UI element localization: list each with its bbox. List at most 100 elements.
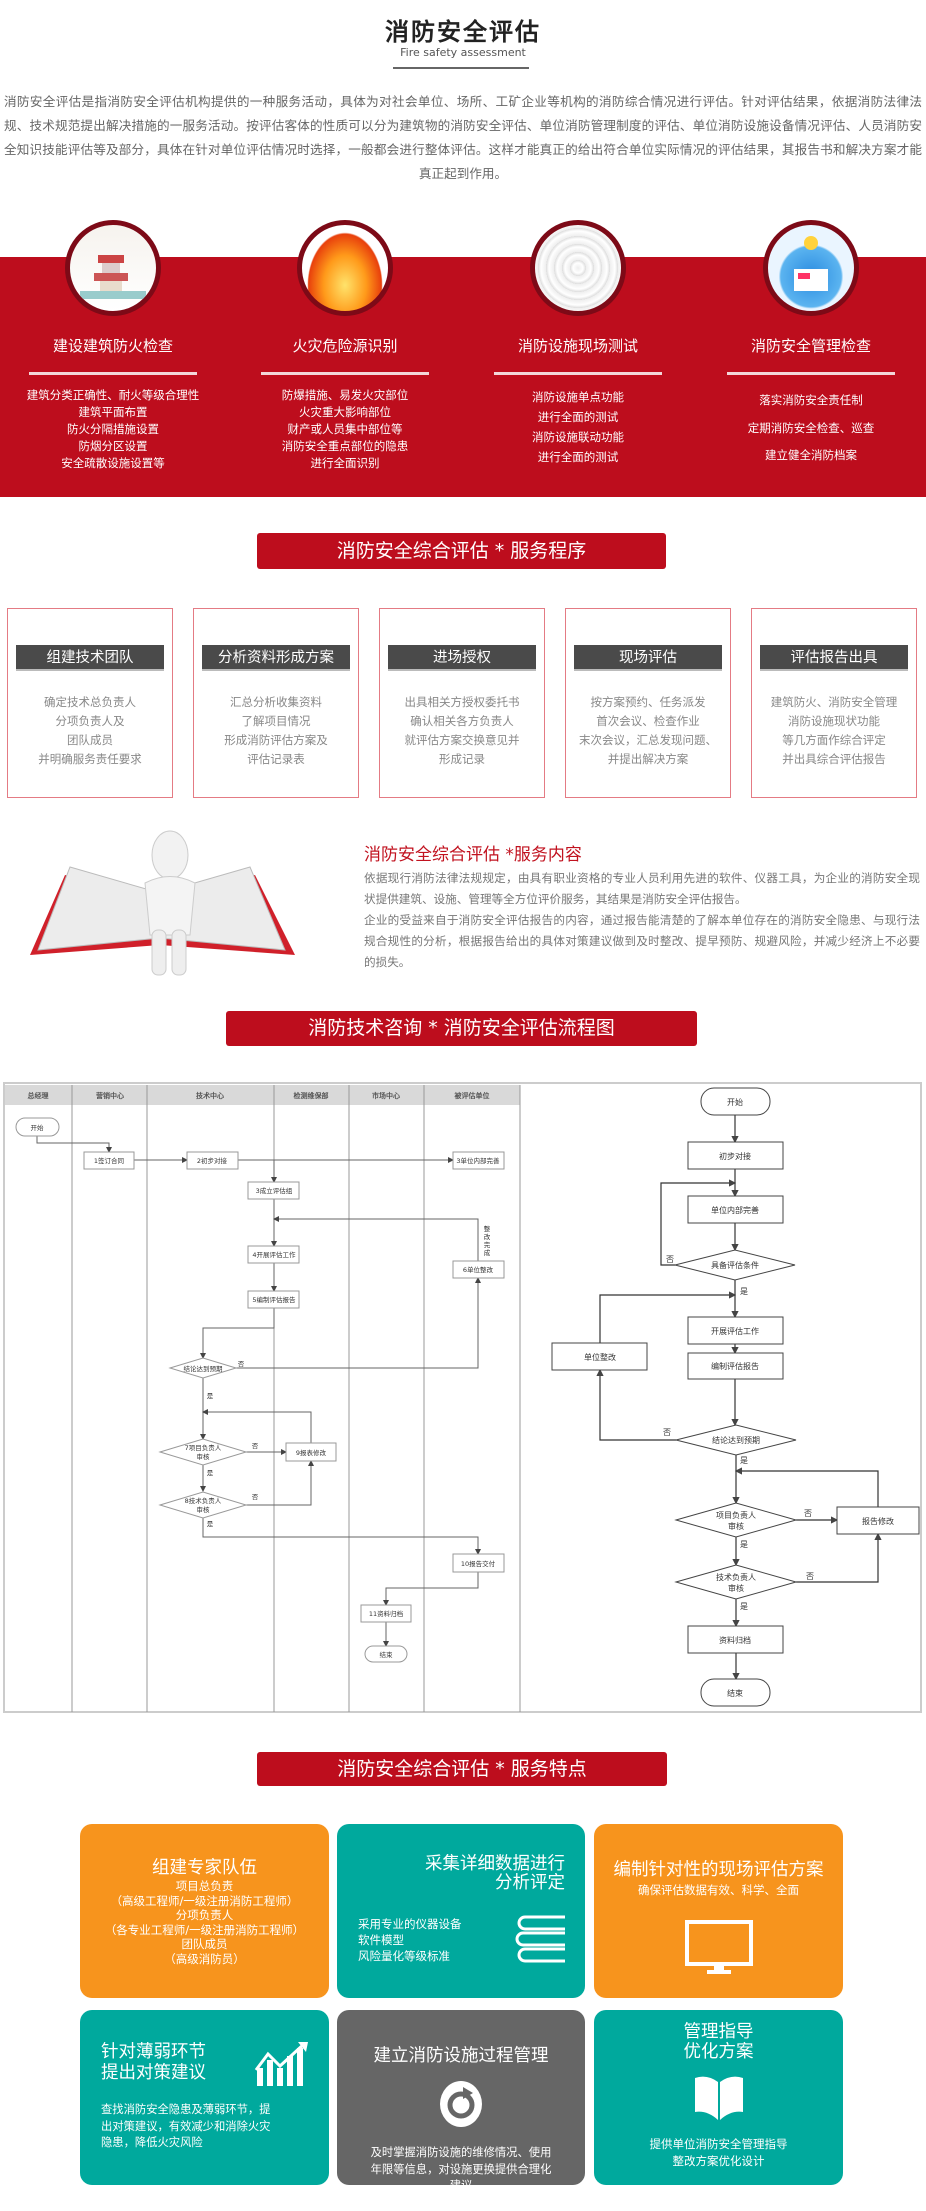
- inspection-item: 建立健全消防档案: [765, 448, 857, 462]
- lane-label: 被评估单位: [455, 1091, 490, 1100]
- yes-label: 是: [740, 1456, 748, 1465]
- step-line: 建筑防火、消防安全管理: [770, 695, 898, 709]
- step-title: 评估报告出具: [760, 645, 908, 671]
- step-line: 了解项目情况: [241, 714, 311, 728]
- step-line: 首次会议、检查作业: [596, 714, 700, 728]
- lane-label: 总经理: [28, 1091, 49, 1100]
- feature-title: 分析评定: [495, 1873, 565, 1893]
- no-label: 否: [804, 1509, 812, 1518]
- yes-label: 是: [207, 1392, 214, 1400]
- swim-node: 9报表修改: [296, 1448, 327, 1457]
- no-label: 否: [663, 1428, 671, 1437]
- swim-node: 4开展评估工作: [252, 1250, 296, 1259]
- flow-node: 单位内部完善: [711, 1205, 759, 1215]
- cloud-management-image-icon: [763, 220, 859, 316]
- feature-card: 编制针对性的现场评估方案 确保评估数据有效、科学、全面: [594, 1824, 843, 1998]
- step-line: 并提出解决方案: [607, 752, 689, 766]
- flow-decision: 审核: [728, 1521, 744, 1531]
- flow-decision: 项目负责人: [716, 1510, 756, 1520]
- feature-line: 确保评估数据有效、科学、全面: [638, 1883, 799, 1897]
- inspection-band: [0, 257, 926, 497]
- feature-line: （各专业工程师/一级注册消防工程师）: [104, 1922, 305, 1937]
- swim-label: 整: [484, 1224, 491, 1233]
- inspection-item: 进行全面识别: [310, 456, 380, 470]
- inspection-item: 消防设施联动功能: [532, 430, 624, 444]
- swim-decision: 审核: [197, 1505, 211, 1514]
- swim-decision: 8技术负责人: [185, 1496, 222, 1505]
- inspection-column: 消防安全管理检查 落实消防安全责任制 定期消防安全检查、巡查 建立健全消防档案: [711, 335, 911, 470]
- swim-decision: 审核: [197, 1452, 211, 1461]
- monitor-icon: [684, 1919, 753, 1974]
- inspection-column: 建设建筑防火检查 建筑分类正确性、耐火等级合理性 建筑平面布置 防火分隔措施设置…: [13, 335, 213, 472]
- no-label: 否: [666, 1255, 674, 1264]
- feature-line: 风险量化等级标准: [358, 1949, 450, 1963]
- feature-line: （高级工程师/一级注册消防工程师）: [110, 1893, 299, 1908]
- inspection-column: 消防设施现场测试 消防设施单点功能 进行全面的测试 消防设施联动功能 进行全面的…: [478, 335, 678, 467]
- inspection-item: 进行全面的测试: [537, 450, 619, 464]
- feature-line: 提供单位消防安全管理指导: [649, 2137, 788, 2151]
- swim-node: 3单位内部完善: [456, 1156, 500, 1165]
- step-line: 就评估方案交换意见并: [404, 733, 520, 747]
- inspection-column: 火灾危险源识别 防爆措施、易发火灾部位 火灾重大影响部位 财产或人员集中部位等 …: [245, 335, 445, 472]
- step-line: 团队成员: [67, 733, 113, 747]
- features-banner: 消防安全综合评估 * 服务特点: [257, 1752, 667, 1786]
- process-step-card: 组建技术团队确定技术总负责人分项负责人及团队成员并明确服务责任要求: [7, 608, 173, 798]
- step-title: 进场授权: [388, 645, 536, 671]
- feature-card: 针对薄弱环节提出对策建议 查找消防安全隐患及薄弱环节，提出对策建议，有效减少和消…: [80, 2010, 329, 2185]
- fire-hose-image-icon: [530, 220, 626, 316]
- inspection-item: 进行全面的测试: [537, 410, 619, 424]
- yes-label: 是: [740, 1602, 748, 1611]
- flow-node: 报告修改: [862, 1516, 894, 1526]
- inspection-item: 防火分隔措施设置: [67, 422, 159, 436]
- step-line: 等几方面作综合评定: [782, 733, 886, 747]
- feature-card: 组建专家队伍 项目总负责 （高级工程师/一级注册消防工程师） 分项负责人 （各专…: [80, 1824, 329, 1998]
- flow-end-node: 结束: [727, 1688, 743, 1698]
- inspection-item: 防烟分区设置: [78, 439, 148, 453]
- step-line: 消防设施现状功能: [788, 714, 880, 728]
- flow-decision: 技术负责人: [716, 1572, 756, 1582]
- step-line: 并明确服务责任要求: [38, 752, 142, 766]
- swim-decision: 7项目负责人: [185, 1443, 222, 1452]
- divider: [727, 372, 895, 375]
- swim-node: 5编制评估报告: [252, 1295, 296, 1304]
- inspection-title: 消防设施现场测试: [517, 337, 638, 355]
- process-step-card: 现场评估按方案预约、任务派发首次会议、检查作业末次会议，汇总发现问题、并提出解决…: [565, 608, 731, 798]
- feature-line: 团队成员: [181, 1937, 228, 1952]
- inspection-item: 防爆措施、易发火灾部位: [281, 388, 409, 402]
- step-title: 现场评估: [574, 645, 722, 671]
- open-book-icon: [694, 2076, 743, 2120]
- lane-label: 检测维保部: [294, 1091, 329, 1100]
- swim-start-node: 开始: [31, 1123, 45, 1132]
- yes-label: 是: [740, 1287, 748, 1296]
- flow-node: 开展评估工作: [711, 1326, 759, 1336]
- feature-text: 查找消防安全隐患及薄弱环节，提出对策建议，有效减少和消除火灾隐患，降低火灾风险: [101, 2103, 271, 2149]
- page-title: 消防安全评估: [385, 18, 541, 46]
- divider: [261, 372, 429, 375]
- yes-label: 是: [740, 1540, 748, 1549]
- inspection-item: 定期消防安全检查、巡查: [747, 420, 875, 435]
- step-line: 形成消防评估方案及: [224, 733, 328, 747]
- step-line: 评估记录表: [247, 752, 305, 766]
- feature-card: 管理指导优化方案 提供单位消防安全管理指导 整改方案优化设计: [594, 2010, 843, 2185]
- divider: [29, 372, 197, 375]
- feature-line: 软件模型: [358, 1933, 404, 1947]
- intro-paragraph: 消防安全评估是指消防安全评估机构提供的一种服务活动，具体为对社会单位、场所、工矿…: [4, 94, 922, 181]
- swim-node: 11资料归档: [369, 1609, 403, 1618]
- flow-node: 单位整改: [584, 1352, 616, 1362]
- swim-node: 10报告交付: [461, 1559, 496, 1568]
- feature-title: 组建专家队伍: [152, 1858, 257, 1878]
- flowchart-banner: 消防技术咨询 * 消防安全评估流程图: [226, 1011, 697, 1046]
- content-heading: 消防安全综合评估 *服务内容: [364, 845, 582, 865]
- content-paragraphs: 依据现行消防法律法规规定，由具有职业资格的专业人员利用先进的软件、仪器工具，为企…: [364, 868, 920, 973]
- feature-text: 及时掌握消防设施的维修情况、使用年限等信息，对设施更换提供合理化建议: [370, 2146, 552, 2185]
- step-line: 形成记录: [439, 752, 485, 766]
- step-line: 按方案预约、任务派发: [590, 695, 706, 709]
- lane-label: 市场中心: [372, 1091, 400, 1100]
- feature-card: 建立消防设施过程管理 及时掌握消防设施的维修情况、使用年限等信息，对设施更换提供…: [337, 2010, 585, 2185]
- step-line: 分项负责人及: [55, 714, 125, 728]
- swim-node: 1签订合同: [94, 1156, 124, 1165]
- swim-end-node: 结束: [380, 1650, 394, 1659]
- content-paragraph: 依据现行消防法律法规规定，由具有职业资格的专业人员利用先进的软件、仪器工具，为企…: [364, 871, 920, 906]
- no-label: 否: [238, 1360, 245, 1368]
